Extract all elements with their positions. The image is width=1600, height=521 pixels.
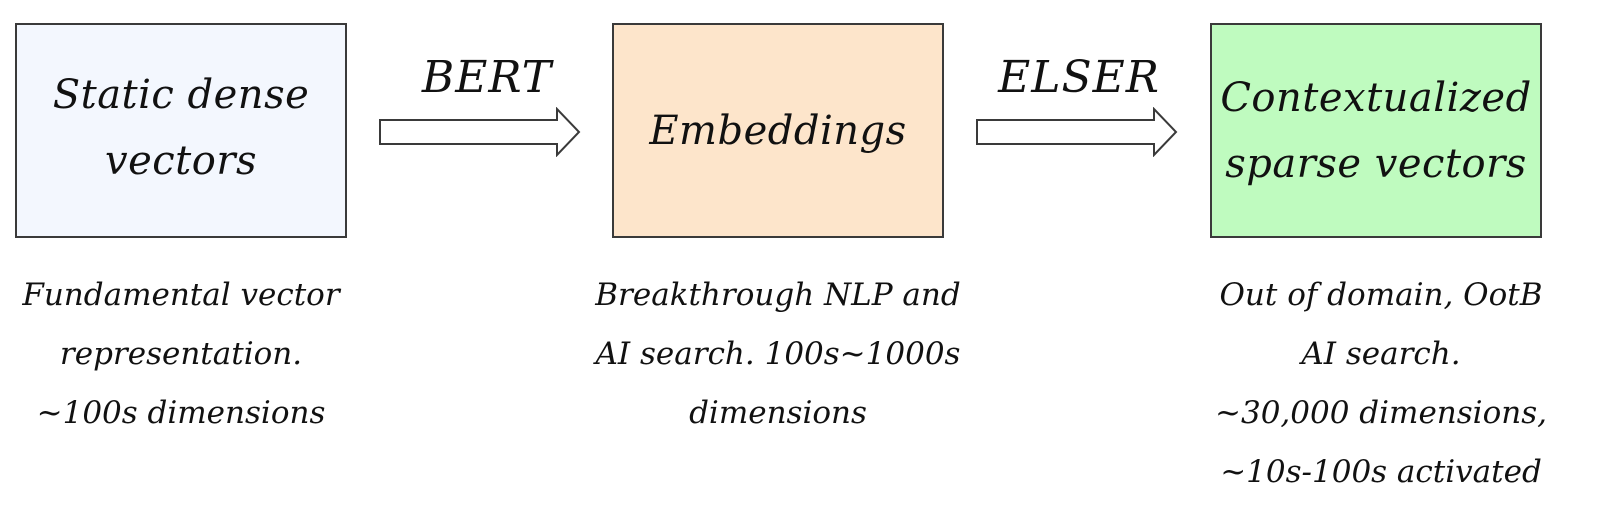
caption-line: ~100s dimensions	[36, 395, 326, 431]
arrow-right-icon	[379, 107, 581, 157]
node-label: Contextualized sparse vectors	[1220, 65, 1531, 197]
node-label: Static dense vectors	[53, 62, 310, 194]
node-label-line: Embeddings	[649, 107, 907, 154]
caption-line: representation.	[59, 336, 303, 372]
node-label-line: vectors	[105, 137, 257, 184]
node-static-dense-vectors: Static dense vectors	[15, 23, 347, 238]
node-contextualized-sparse-vectors: Contextualized sparse vectors	[1210, 23, 1542, 238]
caption-line: ~10s-100s activated	[1220, 454, 1542, 490]
caption-embeddings: Breakthrough NLP and AI search. 100s~100…	[570, 266, 986, 443]
node-embeddings: Embeddings	[612, 23, 944, 238]
arrow-right-icon	[976, 107, 1178, 157]
node-label-line: sparse vectors	[1225, 140, 1527, 187]
caption-line: AI search. 100s~1000s	[595, 336, 961, 372]
node-label: Embeddings	[649, 98, 906, 164]
caption-static-dense-vectors: Fundamental vector representation. ~100s…	[5, 266, 357, 443]
caption-line: Breakthrough NLP and	[595, 277, 961, 313]
node-label-line: Contextualized	[1220, 74, 1532, 121]
caption-line: Fundamental vector	[22, 277, 340, 313]
arrow-label-bert: BERT	[421, 52, 553, 103]
node-label-line: Static dense	[52, 71, 310, 118]
caption-line: ~30,000 dimensions,	[1215, 395, 1547, 431]
arrow-label-elser: ELSER	[998, 52, 1160, 103]
caption-line: AI search.	[1301, 336, 1461, 372]
caption-contextualized-sparse-vectors: Out of domain, OotB AI search. ~30,000 d…	[1192, 266, 1570, 502]
caption-line: dimensions	[689, 395, 867, 431]
caption-line: Out of domain, OotB	[1219, 277, 1543, 313]
